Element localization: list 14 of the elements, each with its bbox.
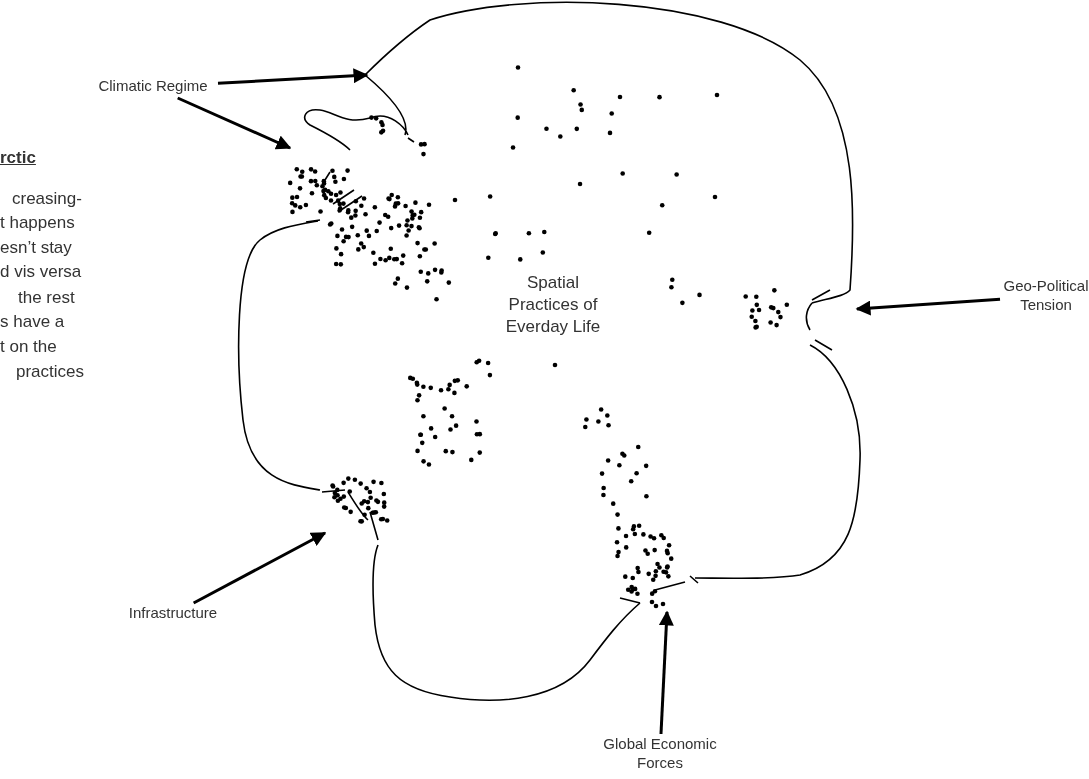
note-text: t on the (0, 337, 57, 357)
heading: rctic (0, 148, 36, 168)
note-text: d vis versa (0, 262, 82, 282)
note-text: t happens (0, 213, 75, 233)
note-text: creasing- (12, 189, 82, 209)
note-text: practices (16, 362, 85, 382)
center-label: Spatial Practices of Everday Life (504, 272, 602, 338)
note-text: s have a (0, 312, 65, 332)
note-text: esn’t stay (0, 238, 72, 258)
note-text: the rest (18, 288, 75, 308)
arrow-label: Global Economic Forces (590, 734, 730, 774)
arrow-label: Climatic Regime (88, 76, 218, 98)
arrow-label: Geo-Political Tension (1000, 276, 1089, 316)
arrow-label: Infrastructure (108, 603, 238, 625)
